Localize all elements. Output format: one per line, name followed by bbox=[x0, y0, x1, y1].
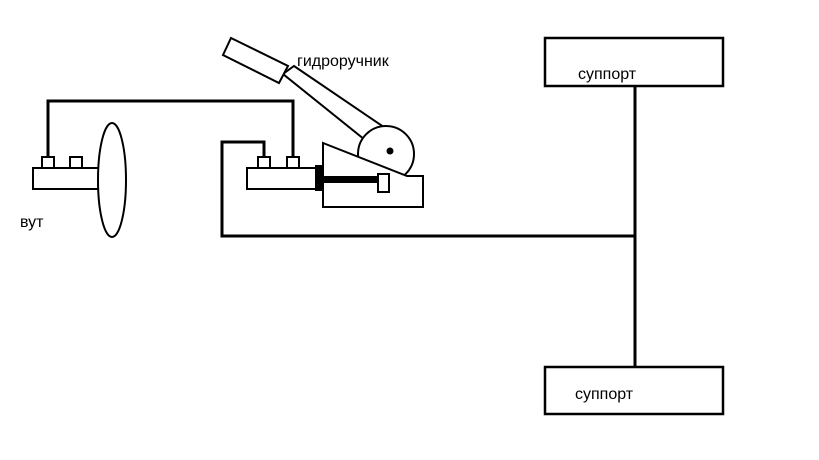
caliper-bottom-label: суппорт bbox=[575, 386, 634, 403]
hydraulic-handbrake bbox=[221, 36, 424, 208]
brake-lines bbox=[46, 86, 637, 367]
booster-label: вут bbox=[20, 214, 44, 231]
master-cylinder-port-right bbox=[69, 156, 83, 169]
caliper-top-box bbox=[543, 36, 725, 88]
handbrake-handle bbox=[221, 36, 290, 85]
brake-booster bbox=[97, 122, 127, 238]
caliper-bottom-box bbox=[543, 365, 725, 416]
caliper-top-label: суппорт bbox=[578, 66, 637, 83]
handbrake-pivot-pin bbox=[386, 147, 394, 155]
handbrake-label: гидроручник bbox=[297, 53, 390, 70]
master-cylinder-assembly bbox=[32, 122, 127, 238]
handbrake-port-right bbox=[286, 156, 300, 169]
brake-line-master-to-handbrake bbox=[46, 99, 295, 158]
handbrake-rod-link bbox=[377, 173, 390, 193]
handbrake-housing bbox=[322, 141, 424, 208]
handbrake-push-rod bbox=[315, 176, 387, 183]
handbrake-rod-flange bbox=[315, 165, 323, 191]
caliper-top: суппорт bbox=[543, 36, 725, 88]
master-cylinder-body bbox=[32, 167, 101, 190]
handbrake-cylinder bbox=[246, 167, 317, 190]
master-cylinder-port-left bbox=[41, 156, 55, 169]
brake-line-handbrake-to-calipers bbox=[220, 140, 635, 238]
handbrake-port-left bbox=[257, 156, 271, 169]
caliper-bottom: суппорт bbox=[543, 365, 725, 416]
